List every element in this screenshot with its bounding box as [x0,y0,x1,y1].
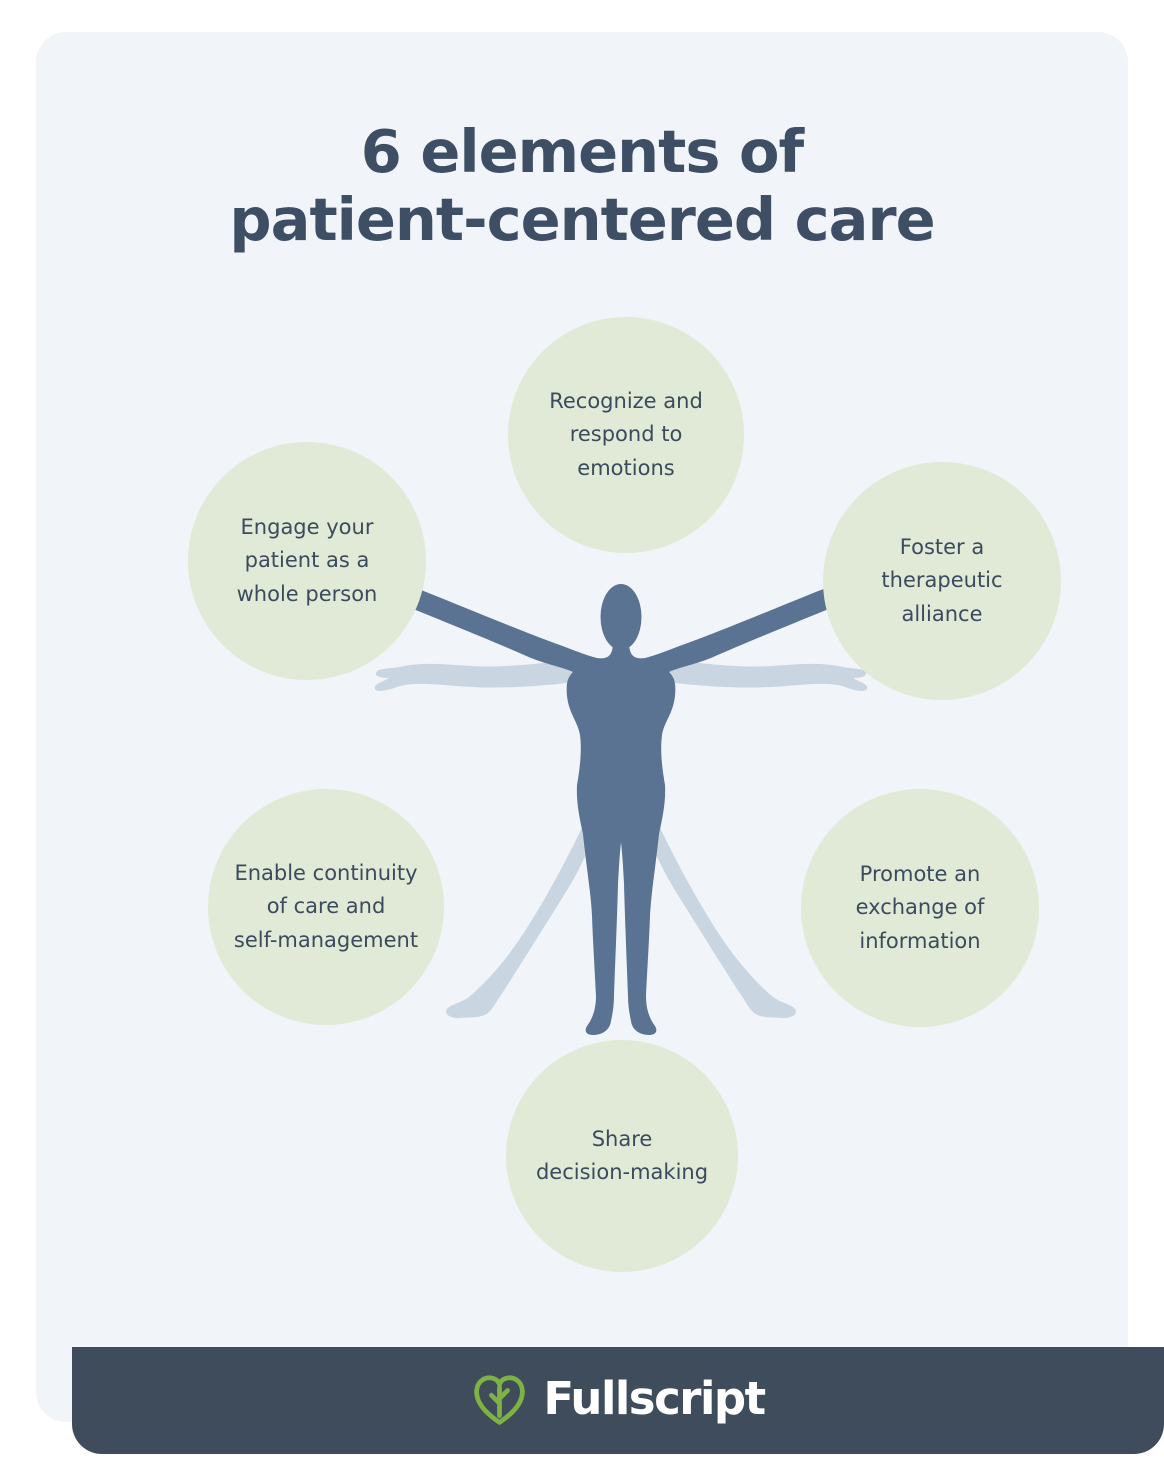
element-circle-therapeutic-alliance: Foster a therapeutic alliance [823,462,1061,700]
figure-head [600,584,642,650]
page-title: 6 elements of patient-centered care [36,117,1128,255]
element-circle-share-decision-making: Share decision-making [506,1040,738,1272]
element-circle-recognize-emotions: Recognize and respond to emotions [508,317,744,553]
element-circle-continuity-of-care: Enable continuity of care and self-manag… [208,789,444,1025]
element-circle-engage-whole-person: Engage your patient as a whole person [188,442,426,680]
title-line-2: patient-centered care [229,185,935,255]
figure-body [401,586,841,1035]
ghost-left-leg [445,797,599,1019]
title-line-1: 6 elements of [360,117,804,186]
vitruvian-man-figure [374,584,868,1035]
ghost-right-arm [651,657,868,691]
fullscript-wordmark: Fullscript [543,1372,766,1425]
leaf-heart-icon [474,1375,526,1425]
ghost-left-arm [374,657,591,691]
element-circle-information-exchange: Promote an exchange of information [801,789,1039,1027]
infographic-card: 6 elements of patient-centered care Reco… [36,32,1164,1454]
ghost-right-leg [643,797,797,1019]
footer-brand-bar: Fullscript [72,1347,1164,1454]
